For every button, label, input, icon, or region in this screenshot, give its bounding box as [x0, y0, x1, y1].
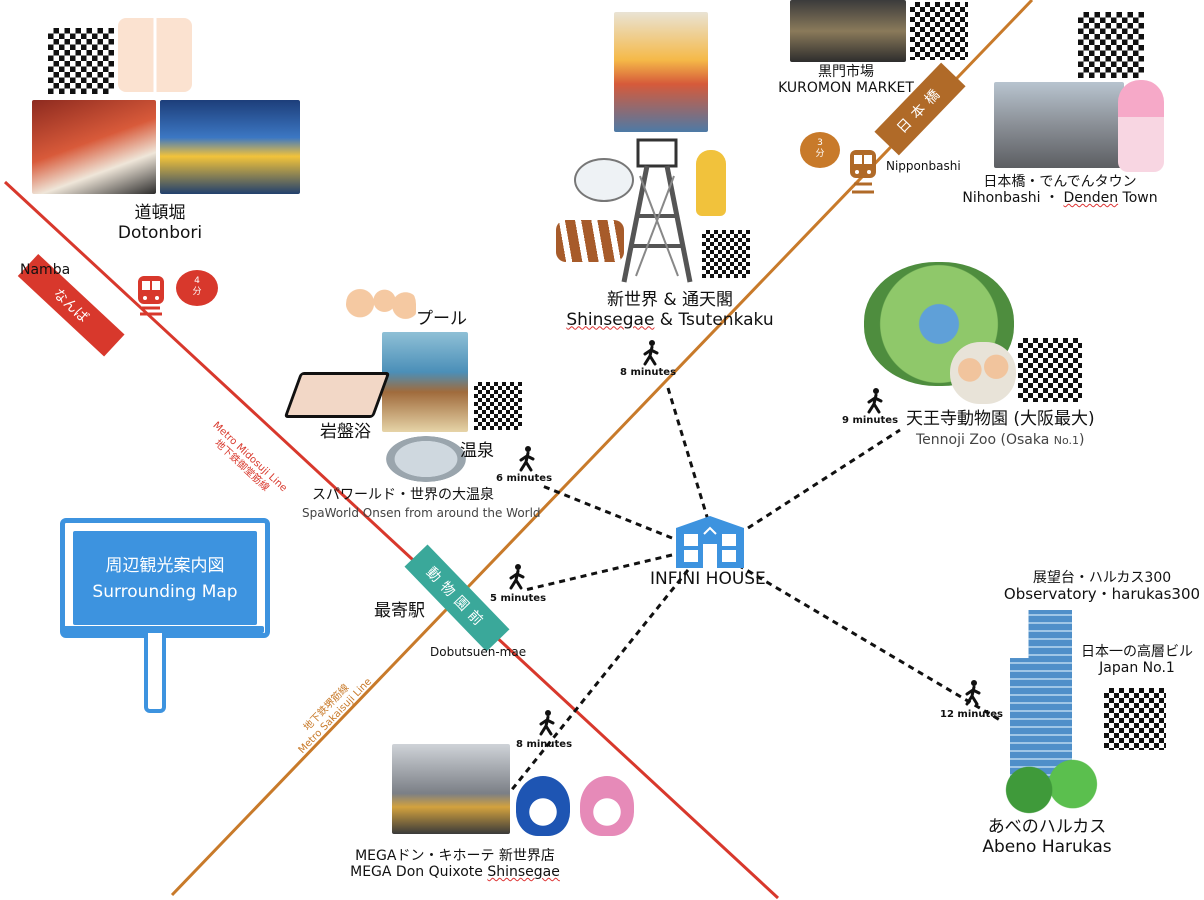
- nearest-station-label: 最寄駅: [374, 601, 425, 621]
- kuromon-qr-code: [910, 2, 968, 60]
- pool-label: プール: [416, 309, 467, 329]
- donpen-mascot-icon: [516, 776, 570, 836]
- spaworld-pool-photo: [382, 332, 468, 432]
- map-title-sign: 周辺観光案内図 Surrounding Map: [60, 518, 270, 638]
- nipponbashi-train-icon: [850, 150, 876, 194]
- walk-time-harukas: 12 minutes: [940, 709, 1003, 720]
- walk-icon-zoo: [867, 388, 883, 414]
- mascot-icon: [118, 18, 192, 92]
- route-dobutsuen: [524, 553, 673, 592]
- namba-minutes-bubble: 4 分: [176, 270, 218, 306]
- sign-crossbar: [60, 626, 264, 633]
- billiken-icon: [696, 150, 726, 216]
- dotonbori-canal-photo: [160, 100, 300, 194]
- ganbanyoku-icon: [283, 372, 391, 418]
- donki-label: MEGAドン・キホーテ 新世界店 MEGA Don Quixote Shinse…: [350, 848, 560, 881]
- denden-town-photo: [994, 82, 1124, 168]
- nipponbashi-minutes-bubble: 3 分: [800, 132, 840, 168]
- map-title-en: Surrounding Map: [92, 582, 238, 602]
- spaworld-label-ja: スパワールド・世界の大温泉: [312, 487, 494, 503]
- shinsekai-qr-code: [702, 230, 750, 278]
- harukas-observatory-label: 展望台・ハルカス300 Observatory・harukas300: [1003, 570, 1201, 604]
- dobutsuen-label: Dobutsuen-mae: [430, 645, 527, 659]
- route-shinsekai: [666, 387, 710, 521]
- ganbanyoku-label: 岩盤浴: [320, 422, 371, 442]
- donki-store-photo: [392, 744, 510, 834]
- tsutenkaku-tower-icon: [621, 138, 693, 283]
- nihonbashi-qr-code: [1078, 12, 1144, 78]
- shinsekai-label: 新世界 & 通天閣 Shinsegae & Tsutenkaku: [566, 290, 774, 330]
- walk-icon-dobutsuen: [509, 564, 525, 590]
- nihonbashi-label: 日本橋・でんでんタウン Nihonbashi ・ Denden Town: [962, 174, 1158, 207]
- midosuji-line: [3, 180, 780, 900]
- walk-time-donki: 8 minutes: [516, 739, 573, 750]
- route-donki: [508, 569, 690, 793]
- infini-house-icon: [676, 516, 744, 568]
- shinsekai-street-photo: [614, 12, 708, 132]
- anime-girl-icon: [1118, 80, 1164, 172]
- nipponbashi-label: Nipponbashi: [886, 159, 961, 173]
- harukas-label: あべのハルカス Abeno Harukas: [982, 817, 1112, 857]
- walk-icon-spaworld: [519, 446, 535, 472]
- namba-train-icon: [138, 276, 164, 316]
- harukas-tallest-label: 日本一の高層ビル Japan No.1: [1081, 644, 1193, 677]
- dotonbori-qr-code: [48, 28, 114, 94]
- spaworld-qr-code: [474, 382, 522, 430]
- harukas-qr-code: [1104, 688, 1166, 750]
- family-icon: [950, 342, 1016, 404]
- walk-time-zoo: 9 minutes: [842, 415, 899, 426]
- zoo-label-en: Tennoji Zoo (Osaka No.1): [916, 432, 1085, 448]
- people-icon: [346, 284, 416, 332]
- walk-time-dobutsuen: 5 minutes: [490, 593, 547, 604]
- onsen-icon: [386, 436, 466, 482]
- trees-icon: [1000, 758, 1104, 816]
- walk-icon-harukas: [965, 680, 981, 706]
- route-harukas: [737, 563, 1001, 722]
- zoo-label-ja: 天王寺動物園 (大阪最大): [906, 409, 1095, 429]
- kuromon-label: 黒門市場 KUROMON MARKET: [778, 64, 914, 97]
- route-zoo: [747, 428, 901, 530]
- map-title-ja: 周辺観光案内図: [105, 556, 225, 576]
- walk-icon-donki: [539, 710, 555, 736]
- zoo-qr-code: [1018, 338, 1082, 402]
- walk-icon-shinsekai: [643, 340, 659, 366]
- kuromon-market-photo: [790, 0, 906, 62]
- walk-time-shinsekai: 8 minutes: [620, 367, 677, 378]
- sakaisuji-line: [170, 0, 1034, 897]
- namba-label: Namba: [20, 262, 71, 278]
- kushikatsu-icon: [556, 220, 624, 262]
- route-spaworld: [539, 483, 673, 540]
- fugu-lantern-icon: [574, 158, 634, 202]
- walk-time-spaworld: 6 minutes: [496, 473, 553, 484]
- onsen-label: 温泉: [460, 441, 494, 461]
- dotonbori-crab-photo: [32, 100, 156, 194]
- donko-mascot-icon: [580, 776, 634, 836]
- spaworld-label-en: SpaWorld Onsen from around the World: [302, 506, 541, 520]
- dotonbori-label: 道頓堀 Dotonbori: [117, 203, 203, 243]
- sign-post: [144, 633, 166, 713]
- infini-house-label: INFINI HOUSE: [650, 569, 766, 589]
